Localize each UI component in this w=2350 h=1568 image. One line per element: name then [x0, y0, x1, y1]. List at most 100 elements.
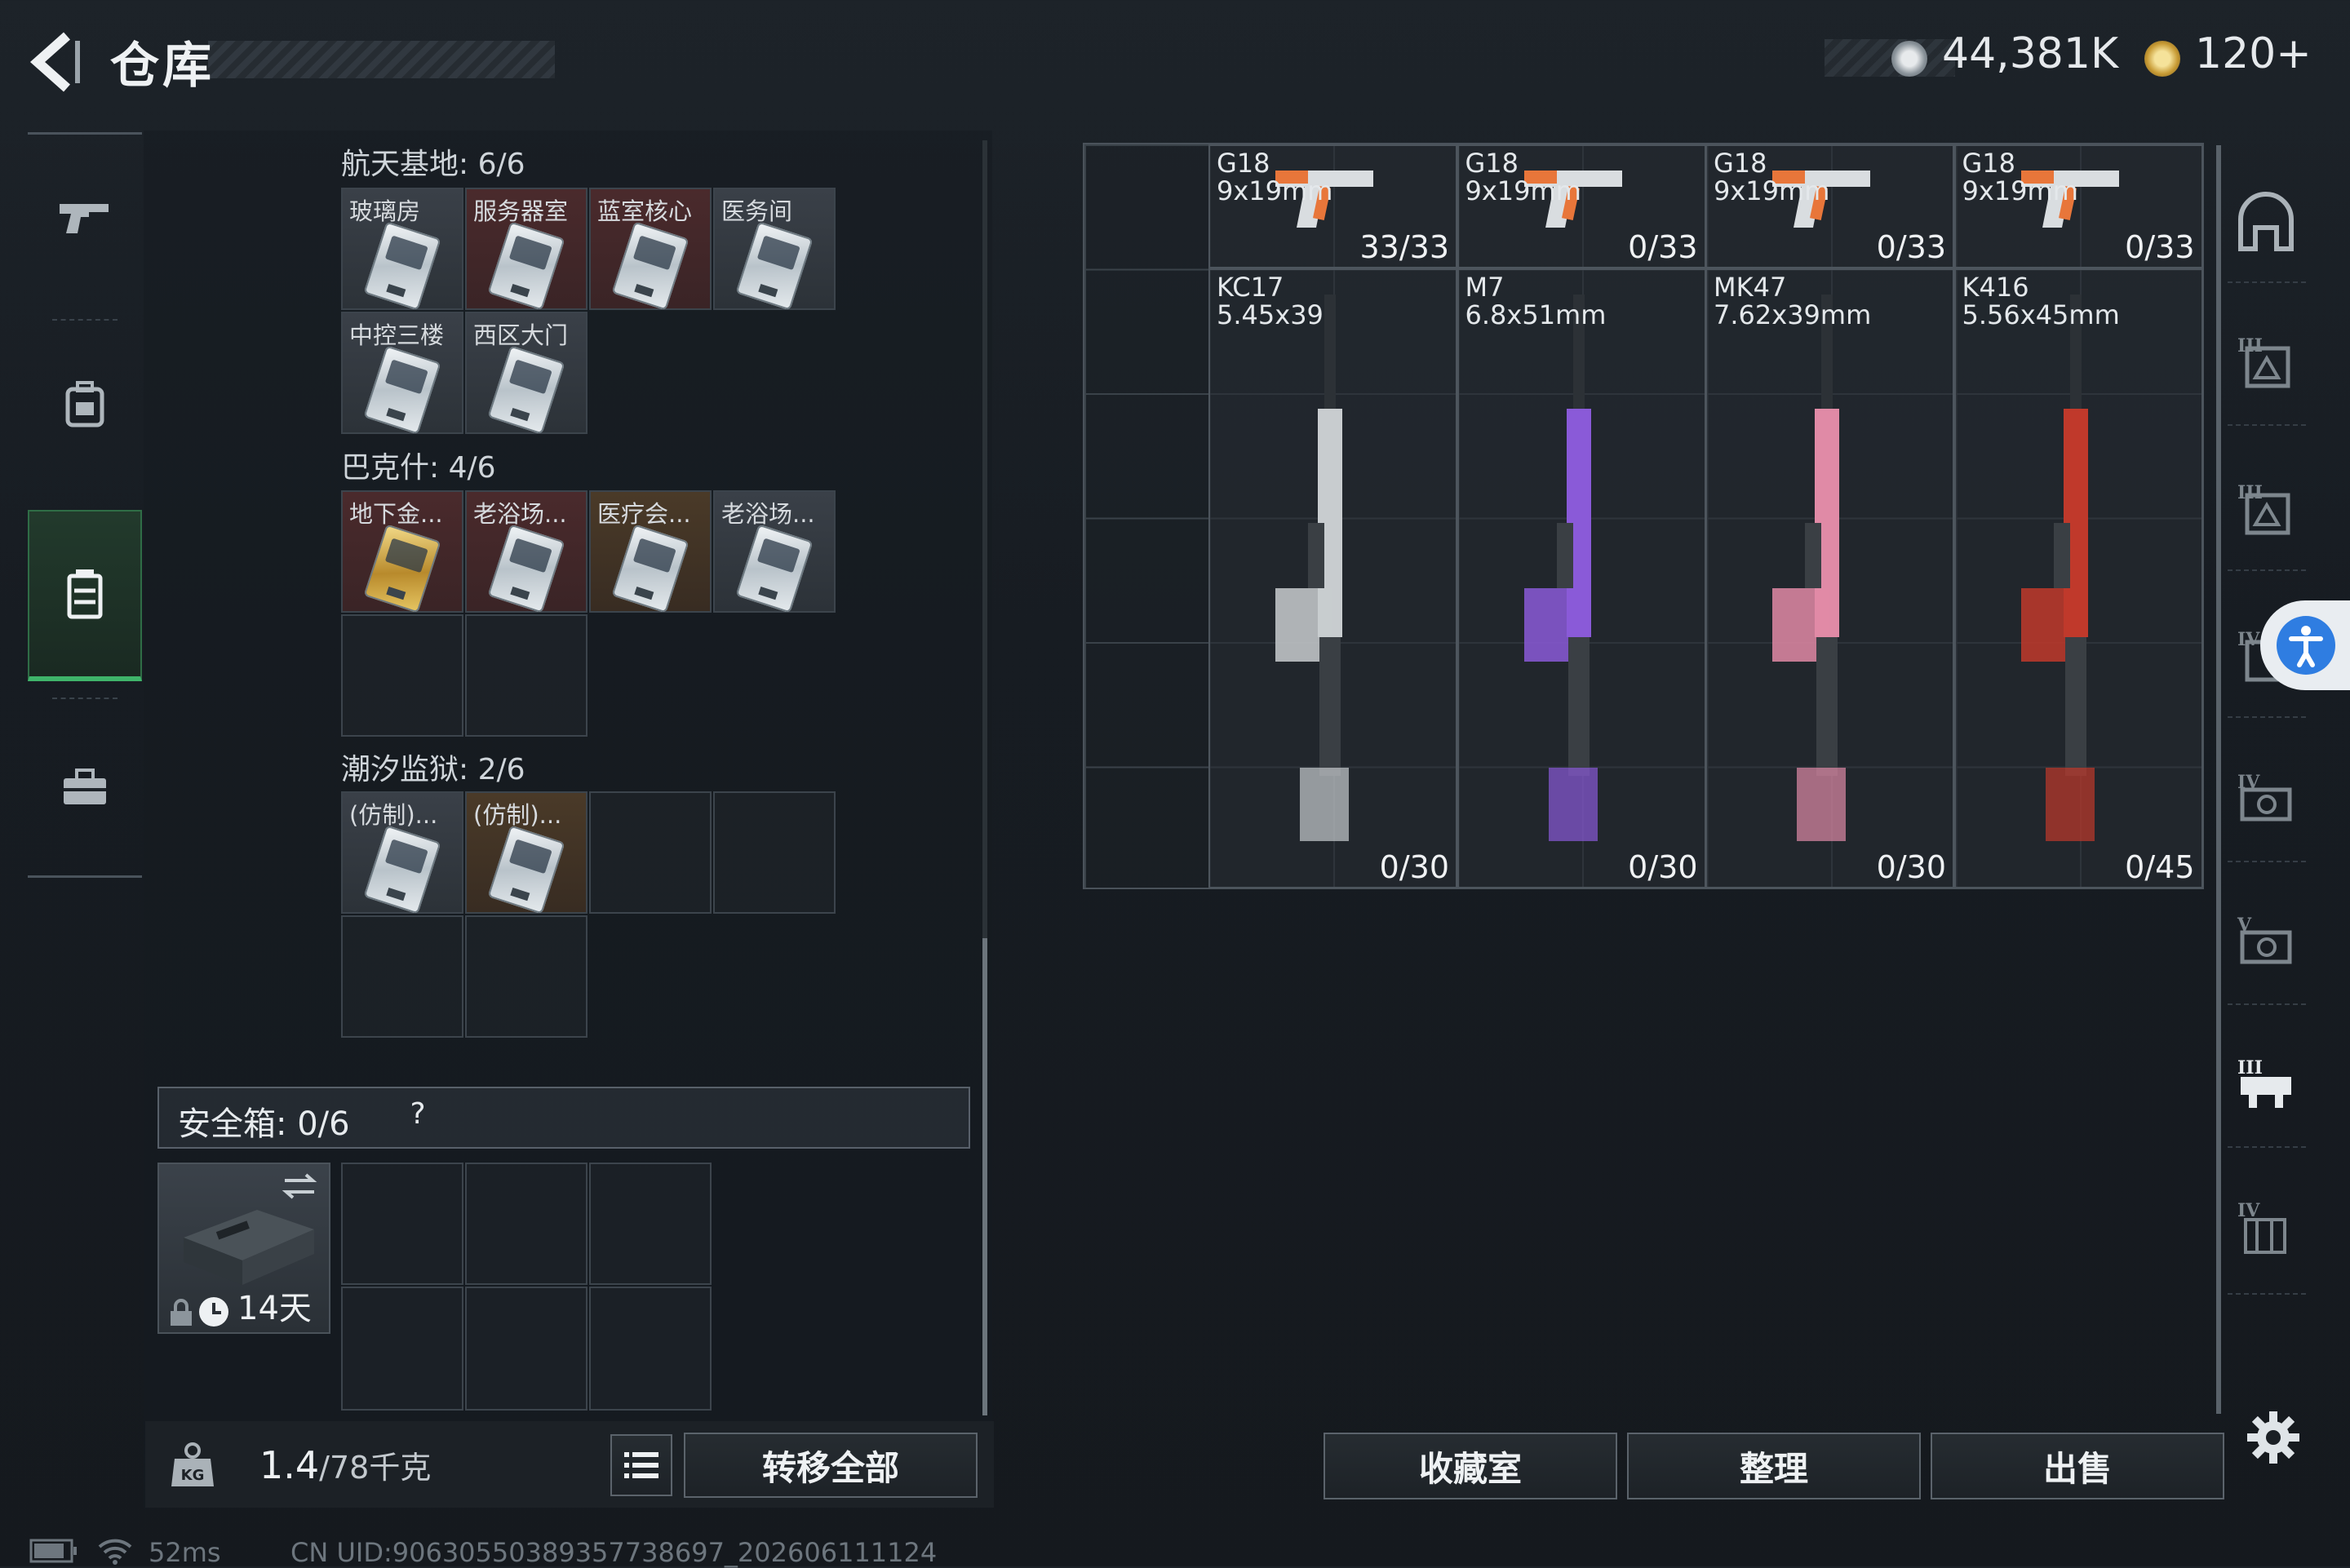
safe-case-slot[interactable]: 14天 — [157, 1163, 330, 1334]
rail-backpack-tab[interactable] — [28, 322, 142, 485]
currency-decoration — [1825, 39, 1955, 77]
keycard-scrollbar-track[interactable] — [982, 140, 987, 1413]
weapon-caliber: 9x19mm — [1465, 175, 1581, 206]
empty-keycard-slot[interactable] — [713, 791, 836, 914]
rifle-image — [1523, 295, 1598, 841]
collection-room-button[interactable]: 收藏室 — [1324, 1433, 1617, 1499]
keycard-label: 玻璃房 — [349, 197, 421, 225]
armor-tier3-alt-icon[interactable]: III — [2234, 477, 2298, 541]
organize-button[interactable]: 整理 — [1627, 1433, 1921, 1499]
rail-weapons-tab[interactable] — [28, 135, 142, 298]
section-title-tide-prison: 潮汐监狱: 2/6 — [341, 753, 525, 786]
empty-keycard-slot[interactable] — [465, 614, 588, 737]
keycard-slot[interactable]: 医务间 — [713, 188, 836, 311]
weapon-model: M7 — [1465, 272, 1505, 303]
chest-rig-tier4-icon[interactable]: IV — [2234, 1195, 2298, 1259]
weapon-model: G18 — [1962, 148, 2016, 179]
keycard-slot[interactable]: 地下金... — [341, 490, 463, 613]
safe-slot[interactable] — [341, 1287, 463, 1411]
coin-gold-icon — [2144, 41, 2180, 77]
safe-slot[interactable] — [465, 1163, 588, 1285]
safe-timer: 14天 — [237, 1290, 312, 1327]
weapon-caliber: 5.56x45mm — [1962, 299, 2120, 330]
keycard-slot[interactable]: 服务器室 — [465, 188, 588, 311]
left-category-rail — [28, 132, 142, 878]
sell-button[interactable]: 出售 — [1931, 1433, 2224, 1499]
safe-slot[interactable] — [465, 1287, 588, 1411]
safe-slot[interactable] — [341, 1163, 463, 1285]
ammo-count: 0/30 — [1379, 849, 1449, 885]
armor-tier3-icon[interactable]: III — [2234, 330, 2298, 394]
safe-slot[interactable] — [589, 1163, 712, 1285]
keycard-label: 老浴场... — [721, 500, 815, 528]
keycard-label: 医务间 — [721, 197, 793, 225]
keycard-label: 医疗会... — [597, 500, 691, 528]
weight-icon: KG — [171, 1442, 214, 1486]
weapon-model: KC17 — [1217, 272, 1284, 303]
settings-gear-icon[interactable] — [2246, 1410, 2301, 1465]
swap-icon[interactable] — [282, 1172, 317, 1200]
keycard-label: 蓝室核心 — [597, 197, 693, 225]
accessibility-button[interactable] — [2260, 600, 2350, 690]
keycard-icon — [735, 524, 814, 613]
keycard-slot[interactable]: 老浴场... — [465, 490, 588, 613]
empty-keycard-slot[interactable] — [341, 614, 463, 737]
weapon-model: G18 — [1217, 148, 1270, 179]
list-view-button[interactable] — [610, 1434, 672, 1496]
keycard-slot[interactable]: 蓝室核心 — [589, 188, 712, 311]
rail-toolbox-tab[interactable] — [28, 706, 142, 869]
keycard-slot[interactable]: 医疗会... — [589, 490, 712, 613]
backpack-tier4-icon[interactable]: IV — [2234, 767, 2298, 831]
backpack-tier5-icon[interactable]: V — [2234, 910, 2298, 973]
keycard-icon — [487, 221, 565, 311]
helmet-icon[interactable] — [2234, 192, 2298, 255]
weapon-caliber: 6.8x51mm — [1465, 299, 1607, 330]
safe-slot[interactable] — [589, 1287, 712, 1411]
empty-keycard-slot[interactable] — [589, 791, 712, 914]
title-decoration — [208, 41, 555, 78]
keycard-label: 地下金... — [349, 500, 443, 528]
rifle-image — [2020, 295, 2095, 841]
keycard-slot[interactable]: 玻璃房 — [341, 188, 463, 311]
empty-keycard-slot[interactable] — [465, 915, 588, 1038]
keycard-slot[interactable]: 中控三楼 — [341, 312, 463, 435]
clock-icon — [199, 1297, 228, 1327]
keycard-label: (仿制)... — [349, 801, 438, 829]
toolbox-icon — [64, 768, 106, 804]
weapon-caliber: 9x19mm — [1217, 175, 1333, 206]
safe-box-bar — [157, 1087, 970, 1149]
pistol-image — [2020, 171, 2119, 228]
help-icon[interactable]: ? — [410, 1097, 426, 1131]
keycard-slot[interactable]: 西区大门 — [465, 312, 588, 435]
ammo-count: 0/33 — [1628, 229, 1698, 265]
pistol-image — [1275, 171, 1373, 228]
chest-rig-tier3-icon[interactable]: III — [2234, 1052, 2298, 1116]
keycard-slot[interactable]: 老浴场... — [713, 490, 836, 613]
weapon-model: K416 — [1962, 272, 2029, 303]
keycard-scrollbar-thumb[interactable] — [982, 938, 987, 1415]
secure-case-icon — [184, 1210, 314, 1285]
transfer-all-button[interactable]: 转移全部 — [684, 1433, 978, 1498]
back-arrow-icon[interactable] — [24, 29, 90, 95]
rifle-image — [1275, 295, 1349, 841]
ammo-count: 0/33 — [1876, 229, 1946, 265]
empty-keycard-slot[interactable] — [341, 915, 463, 1038]
keycard-slot[interactable]: (仿制)... — [465, 791, 588, 915]
ping-readout: 52ms — [149, 1537, 221, 1568]
currency-secondary[interactable]: 120+ — [2195, 29, 2312, 78]
weapon-caliber: 9x19mm — [1714, 175, 1830, 206]
keycard-slot[interactable]: (仿制)... — [341, 791, 463, 915]
keycard-icon — [363, 345, 441, 435]
keycard-icon — [363, 825, 441, 915]
rail-storage-tab[interactable] — [28, 510, 142, 681]
